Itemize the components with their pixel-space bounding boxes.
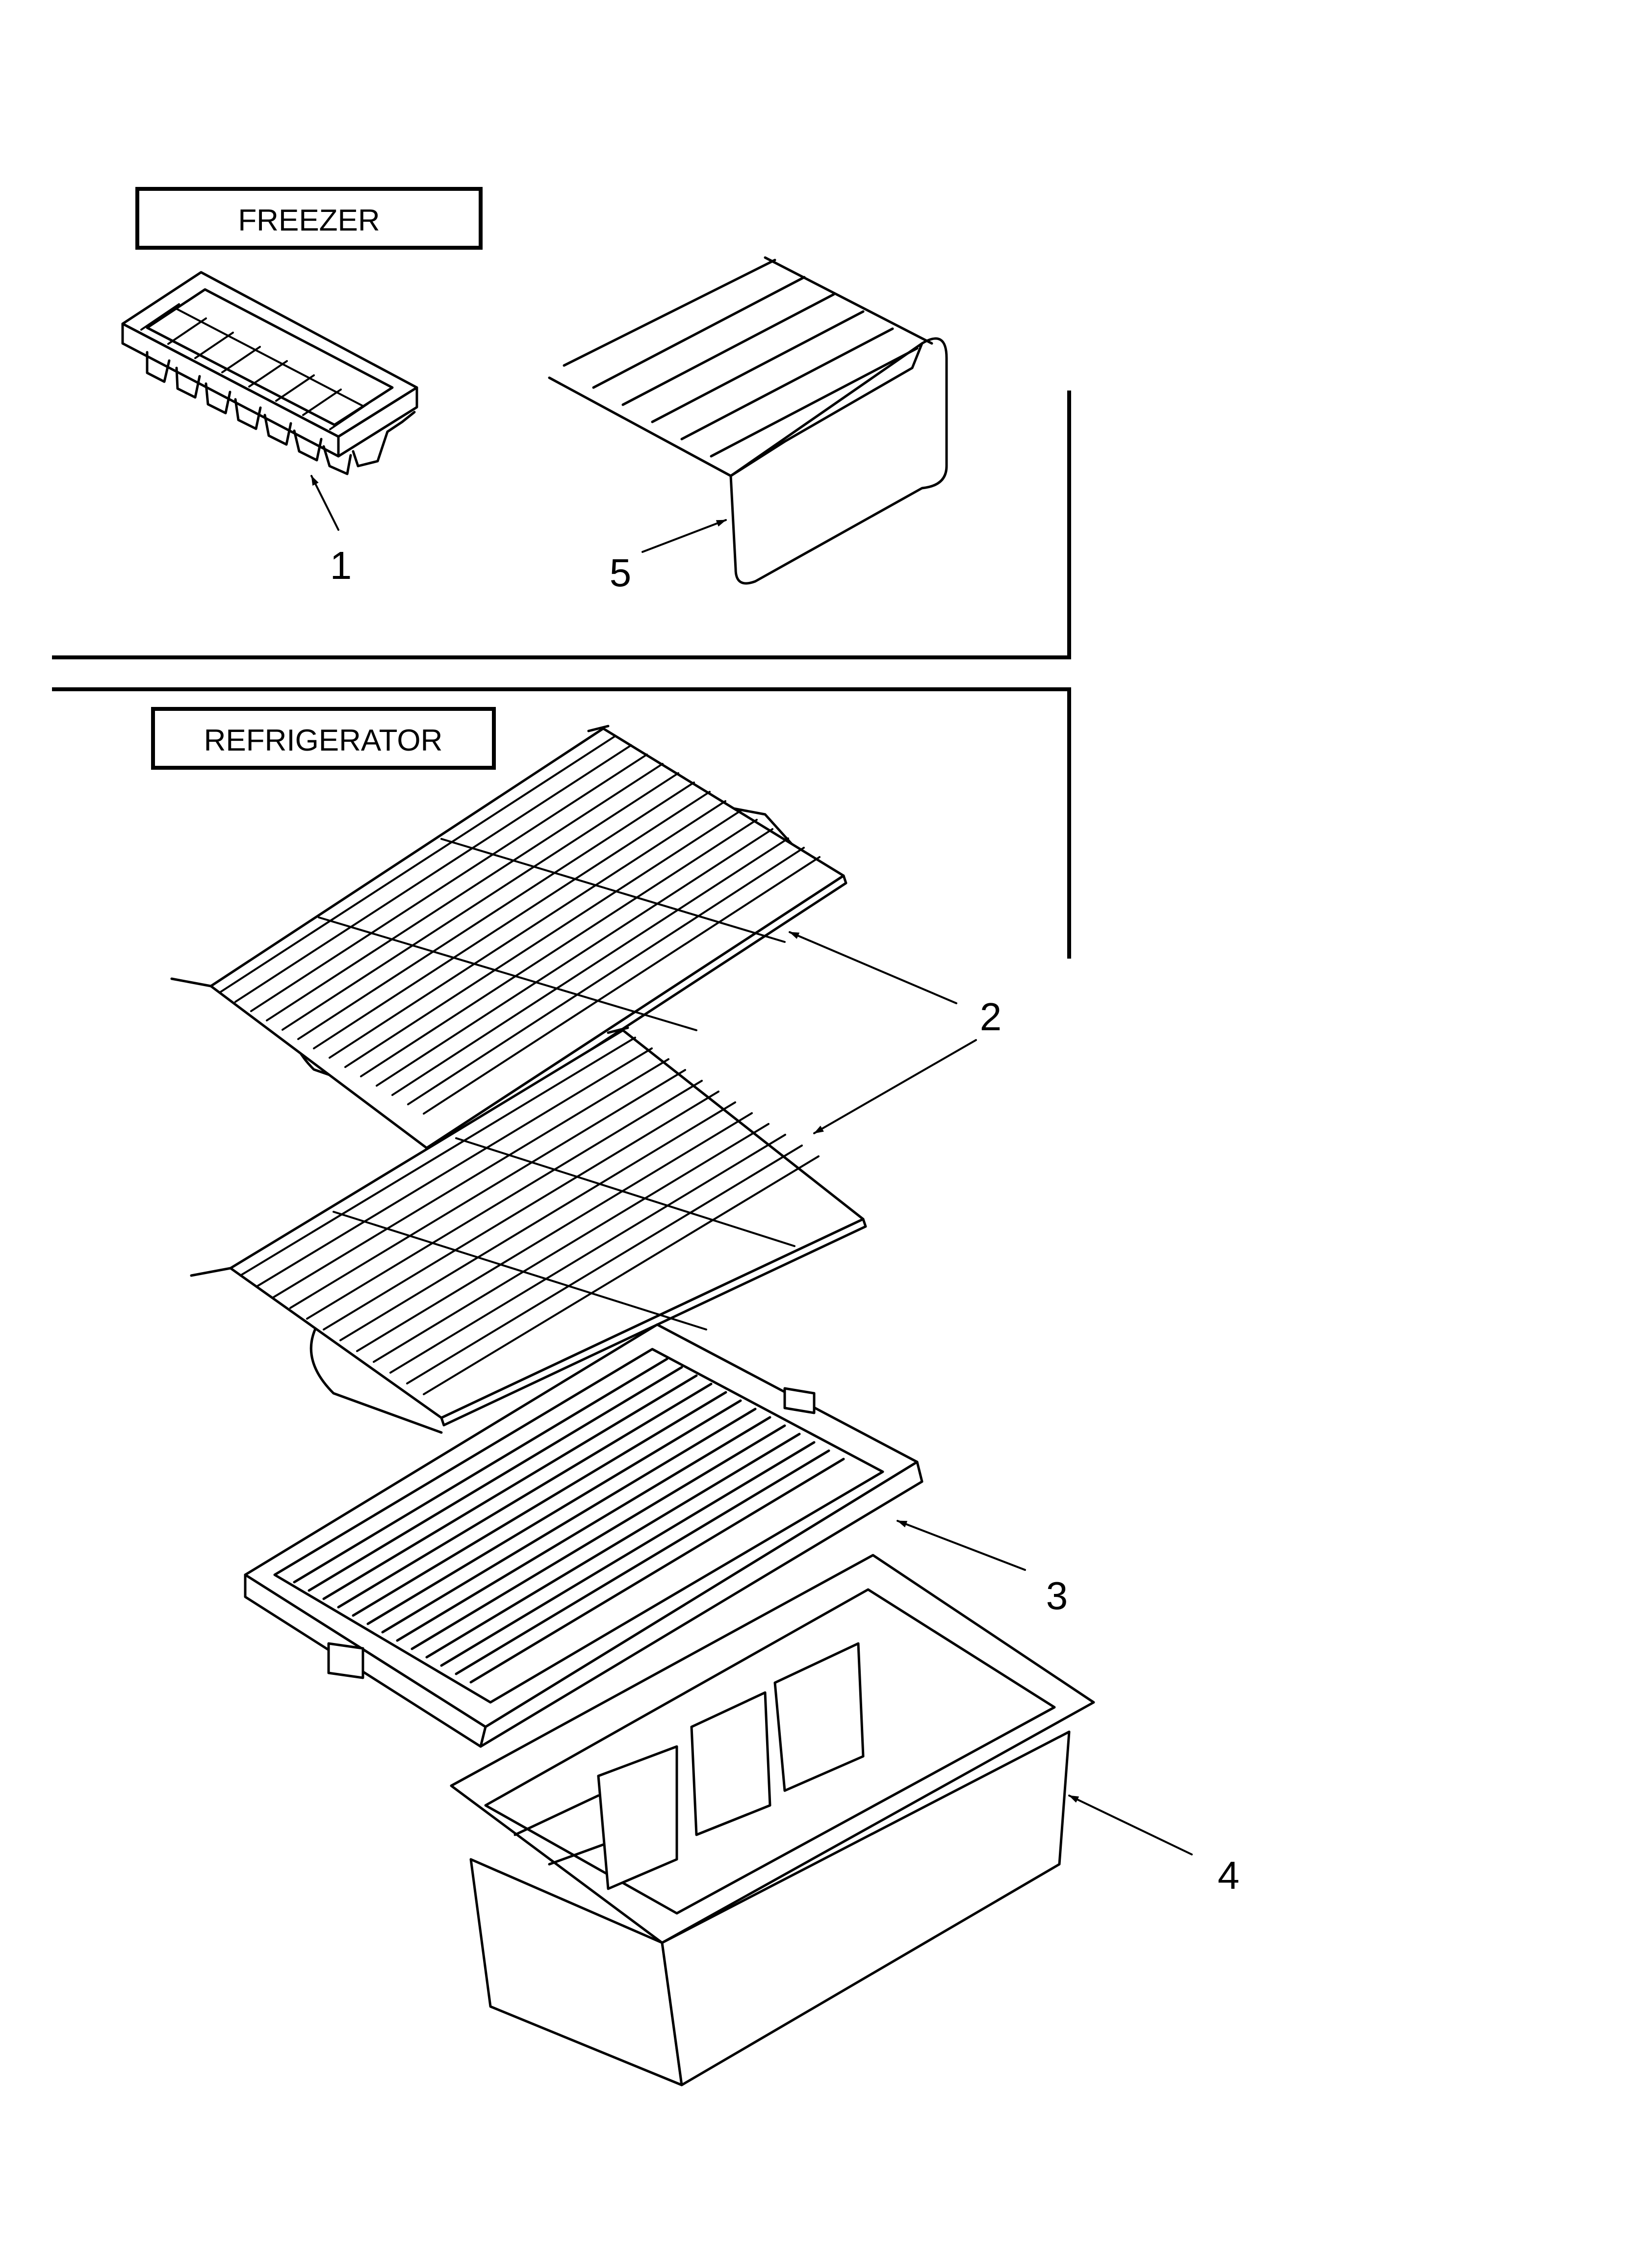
refrigerator-shelf-lower [190,1026,867,1434]
callout-4: 4 [1218,1853,1240,1897]
callout-leaders [310,475,1193,1855]
callout-1: 1 [330,544,352,587]
freezer-section-frame [52,391,1071,659]
callout-5: 5 [610,551,632,595]
freezer-label-text: FREEZER [238,204,380,237]
refrigerator-label-text: REFRIGERATOR [204,724,443,757]
freezer-wire-shelf [548,256,948,585]
refrigerator-section-frame [52,687,1071,959]
crisper-bin [450,1554,1095,2086]
refrigerator-label: REFRIGERATOR [151,707,496,770]
callout-2: 2 [980,995,1002,1039]
callout-3: 3 [1046,1574,1068,1617]
crisper-cover [244,1323,924,1748]
lower-shelf-wires [239,1037,820,1395]
crisper-cover-slots [293,1357,845,1684]
freezer-label: FREEZER [135,187,483,250]
refrigerator-shelf-upper [170,725,847,1157]
upper-shelf-wires [219,735,821,1115]
ice-cube-tray [121,271,418,475]
